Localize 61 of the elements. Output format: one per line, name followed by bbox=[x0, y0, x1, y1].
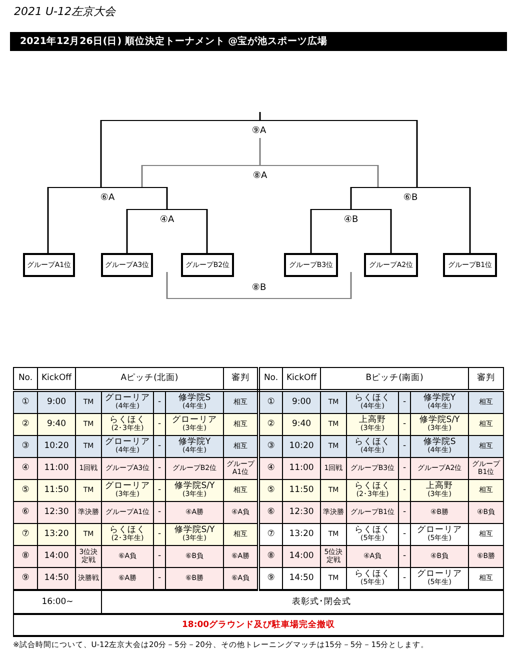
kickoff-time: 9:00 bbox=[38, 390, 76, 414]
bracket-line bbox=[126, 209, 128, 253]
bracket-match-label: ④A bbox=[127, 209, 207, 227]
title: 2021 U-12左京大会 bbox=[14, 4, 116, 19]
bracket-line bbox=[259, 112, 261, 120]
match-number: ⑥ bbox=[14, 502, 38, 524]
bracket-line bbox=[141, 165, 143, 187]
kickoff-time: 13:20 bbox=[282, 524, 321, 546]
kickoff-time: 9:40 bbox=[38, 414, 76, 436]
bracket-match-label: ⑨A bbox=[101, 120, 417, 138]
bracket-line bbox=[259, 138, 261, 165]
match-number: ⑦ bbox=[258, 524, 283, 546]
match-number: ⑦ bbox=[14, 524, 38, 546]
bracket-match-label: ⑥B bbox=[351, 187, 470, 205]
bracket-line bbox=[166, 187, 168, 209]
match-number: ③ bbox=[258, 436, 283, 458]
match-number: ① bbox=[258, 390, 283, 414]
match-number: ⑥ bbox=[258, 502, 283, 524]
kickoff-time: 10:20 bbox=[282, 436, 321, 458]
match-number: ⑨ bbox=[14, 568, 38, 590]
bracket-line bbox=[166, 272, 168, 299]
kickoff-time: 12:30 bbox=[282, 502, 321, 524]
bracket-line bbox=[377, 165, 379, 187]
match-number: ⑧ bbox=[258, 546, 283, 568]
bracket-match-label: ⑧A bbox=[142, 165, 378, 183]
match-number: ④ bbox=[14, 458, 38, 480]
bracket-match-label: ⑥A bbox=[48, 187, 167, 205]
bracket-line bbox=[416, 120, 418, 187]
kickoff-time: 11:50 bbox=[38, 480, 76, 502]
kickoff-time: 14:00 bbox=[38, 546, 76, 568]
match-number: ① bbox=[14, 390, 38, 414]
kickoff-time: 11:00 bbox=[282, 458, 321, 480]
kickoff-time: 9:40 bbox=[282, 414, 321, 436]
kickoff-time: 10:20 bbox=[38, 436, 76, 458]
kickoff-time: 11:50 bbox=[282, 480, 321, 502]
bracket-match-label: ⑧B bbox=[167, 281, 351, 299]
match-number: ⑧ bbox=[14, 546, 38, 568]
match-number: ⑤ bbox=[14, 480, 38, 502]
kickoff-time: 13:20 bbox=[38, 524, 76, 546]
bracket-line bbox=[206, 209, 208, 253]
time-label: 16:00~ bbox=[14, 590, 102, 614]
bracket-line bbox=[310, 209, 312, 253]
kickoff-time: 12:30 bbox=[38, 502, 76, 524]
kickoff-time: 9:00 bbox=[282, 390, 321, 414]
notice-label: 18:00グラウンド及び駐車場完全撤収 bbox=[14, 614, 504, 636]
kickoff-time: 11:00 bbox=[38, 458, 76, 480]
bracket-line bbox=[390, 209, 392, 253]
kickoff-time: 14:00 bbox=[282, 546, 321, 568]
match-number: ② bbox=[258, 414, 283, 436]
match-number: ② bbox=[14, 414, 38, 436]
bracket-line bbox=[47, 187, 49, 253]
bracket-line bbox=[350, 272, 352, 299]
bracket-line bbox=[469, 187, 471, 253]
match-number: ③ bbox=[14, 436, 38, 458]
bracket-line bbox=[350, 187, 352, 209]
bracket-line bbox=[100, 120, 102, 187]
match-number: ④ bbox=[258, 458, 283, 480]
header-bar: 2021年12月26日(日) 順位決定トーナメント @宝が池スポーツ広場 bbox=[10, 32, 507, 51]
event-label: 表彰式･閉会式 bbox=[102, 590, 504, 614]
bracket-match-label: ④B bbox=[311, 209, 391, 227]
match-number: ⑤ bbox=[258, 480, 283, 502]
